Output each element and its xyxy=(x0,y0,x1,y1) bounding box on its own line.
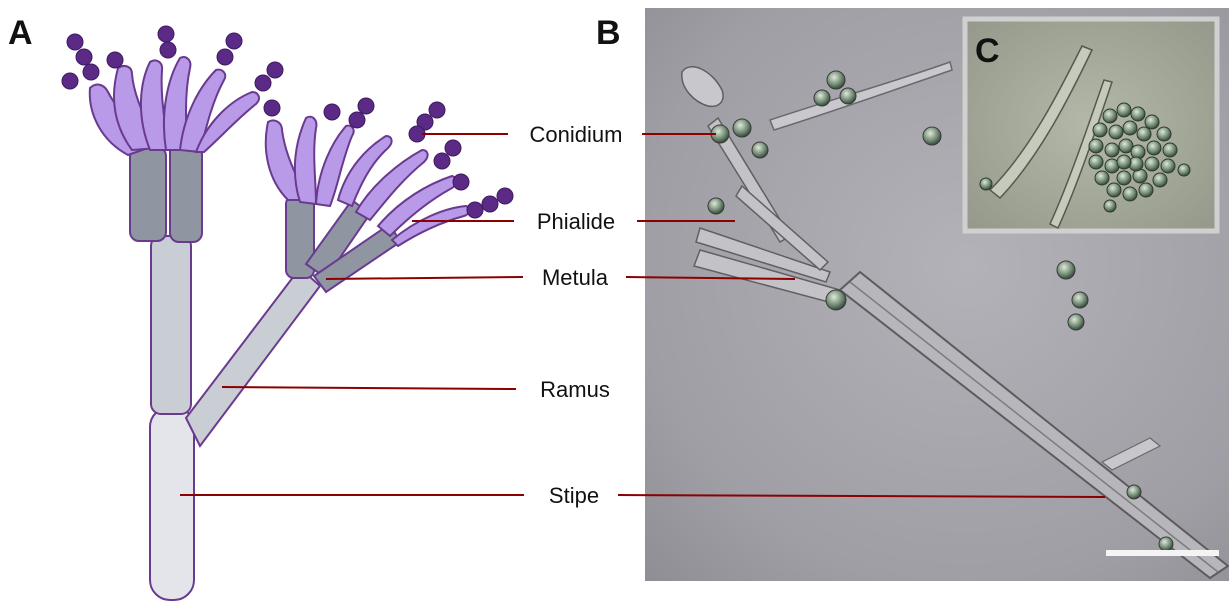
panel-letter-c: C xyxy=(975,32,1000,70)
spore xyxy=(1057,261,1075,279)
conidium-dot xyxy=(267,62,283,78)
panel-letter-a: A xyxy=(8,14,33,52)
phialide-shape xyxy=(295,117,317,204)
spore xyxy=(840,88,856,104)
spore xyxy=(1159,537,1173,551)
conidium-dot xyxy=(217,49,233,65)
scale-bar xyxy=(1106,550,1219,556)
panel-c-inset xyxy=(965,19,1217,231)
conidium-dot xyxy=(497,188,513,204)
conidium-dot xyxy=(255,75,271,91)
spore xyxy=(1068,314,1084,330)
conidium-dot xyxy=(482,196,498,212)
spore xyxy=(1072,292,1088,308)
metula-shape xyxy=(130,147,166,241)
spore xyxy=(827,71,845,89)
spore xyxy=(923,127,941,145)
phialides-left xyxy=(90,57,259,155)
conidium-dot xyxy=(467,202,483,218)
spore xyxy=(733,119,751,137)
conidium-dot xyxy=(107,52,123,68)
spore xyxy=(752,142,768,158)
conidium-dot xyxy=(264,100,280,116)
conidium-dot xyxy=(434,153,450,169)
spore xyxy=(814,90,830,106)
upper-stipe-shape xyxy=(151,236,191,414)
conidium-dot xyxy=(453,174,469,190)
label-phialide: Phialide xyxy=(537,209,615,234)
panel-letter-b: B xyxy=(596,14,621,52)
conidium-dot xyxy=(445,140,461,156)
conidium-dot xyxy=(83,64,99,80)
label-stipe: Stipe xyxy=(549,483,599,508)
conidium-dot xyxy=(429,102,445,118)
conidium-dot xyxy=(226,33,242,49)
label-metula: Metula xyxy=(542,265,609,290)
metula-shape xyxy=(170,142,202,242)
conidium-dot xyxy=(358,98,374,114)
leader-ramus xyxy=(222,387,516,389)
label-conidium: Conidium xyxy=(530,122,623,147)
stipe-shape xyxy=(150,407,194,600)
conidium-dot xyxy=(62,73,78,89)
label-ramus: Ramus xyxy=(540,377,610,402)
conidium-dot xyxy=(160,42,176,58)
conidium-dot xyxy=(67,34,83,50)
conidium-dot xyxy=(158,26,174,42)
spore xyxy=(708,198,724,214)
conidium-dot xyxy=(349,112,365,128)
panel-a-diagram xyxy=(62,26,513,600)
spore xyxy=(826,290,846,310)
leader-metula-left xyxy=(326,277,523,279)
spore xyxy=(1127,485,1141,499)
conidium-dot xyxy=(76,49,92,65)
conidium-dot xyxy=(324,104,340,120)
ramus-shape xyxy=(186,268,320,446)
